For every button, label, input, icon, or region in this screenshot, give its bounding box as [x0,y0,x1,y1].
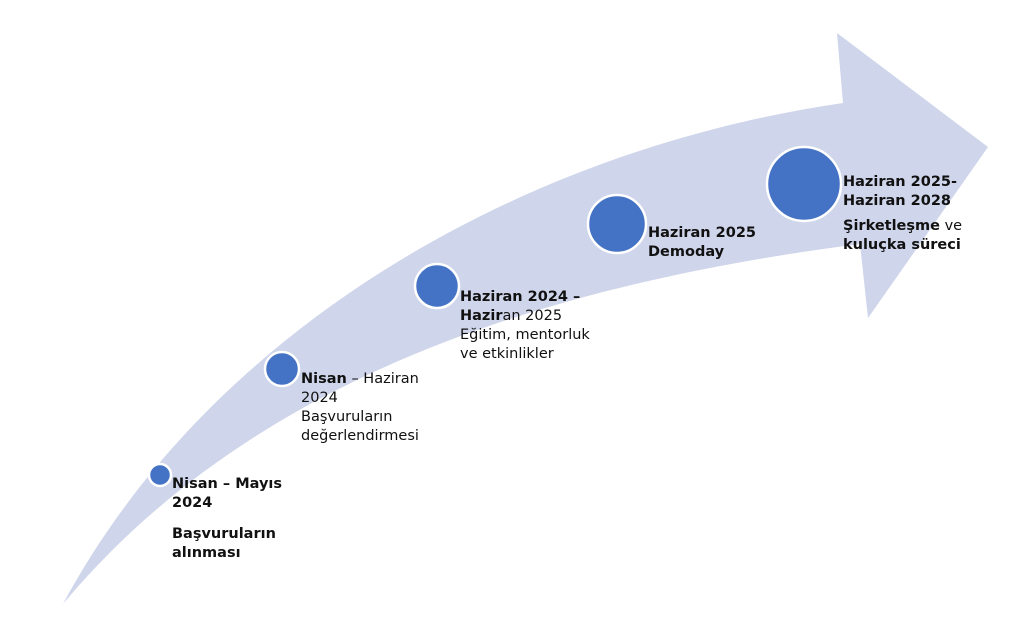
milestone-1-desc-2: alınması [172,545,241,561]
milestone-2-date: Nisan – Haziran [301,370,419,389]
milestone-3-desc: Eğitim, mentorluk [460,327,590,343]
milestone-node-4 [586,193,648,255]
milestone-3-desc-2: ve etkinlikler [460,346,554,362]
milestone-3-date-2-bold: Hazir [460,308,503,324]
milestone-2-year: 2024 [301,390,338,406]
milestone-5-desc-bold: Şirketleşme [843,218,940,234]
milestone-5-desc-rest: ve [939,218,963,234]
milestone-node-1 [147,462,173,488]
milestone-3-date-2: Haziran 2025 [460,307,590,326]
milestone-5-date: Haziran 2025- [843,174,958,190]
milestone-2-date-rest: – Haziran [346,371,419,387]
milestone-5-desc-2: kuluçka süreci [843,237,961,253]
milestone-3-date: Haziran 2024 – [460,289,581,305]
milestone-label-3: Haziran 2024 – Haziran 2025 Eğitim, ment… [460,288,590,364]
milestone-2-desc-2: değerlendirmesi [301,428,419,444]
milestone-1-desc: Başvuruların [172,526,276,542]
milestone-node-5 [765,145,843,223]
timeline-arrow [63,33,988,604]
milestone-node-3 [413,262,461,310]
milestone-label-2: Nisan – Haziran 2024 Başvuruların değerl… [301,370,419,446]
milestone-4-desc: Demoday [648,244,725,260]
milestone-5-desc: Şirketleşme ve [843,217,962,236]
milestone-5-date-2: Haziran 2028 [843,193,951,209]
milestone-4-date: Haziran 2025 [648,225,756,241]
milestone-3-date-2-rest: an 2025 [502,308,563,324]
milestone-label-5: Haziran 2025- Haziran 2028 Şirketleşme v… [843,173,962,255]
milestone-label-1: Nisan – Mayıs 2024 Başvuruların alınması [172,475,282,563]
milestone-label-4: Haziran 2025 Demoday [648,224,756,262]
milestone-1-year: 2024 [172,495,213,511]
milestone-node-2 [263,350,301,388]
milestone-1-date: Nisan – Mayıs [172,476,283,492]
milestone-2-desc: Başvuruların [301,409,393,425]
milestone-2-date-bold: Nisan [301,371,347,387]
